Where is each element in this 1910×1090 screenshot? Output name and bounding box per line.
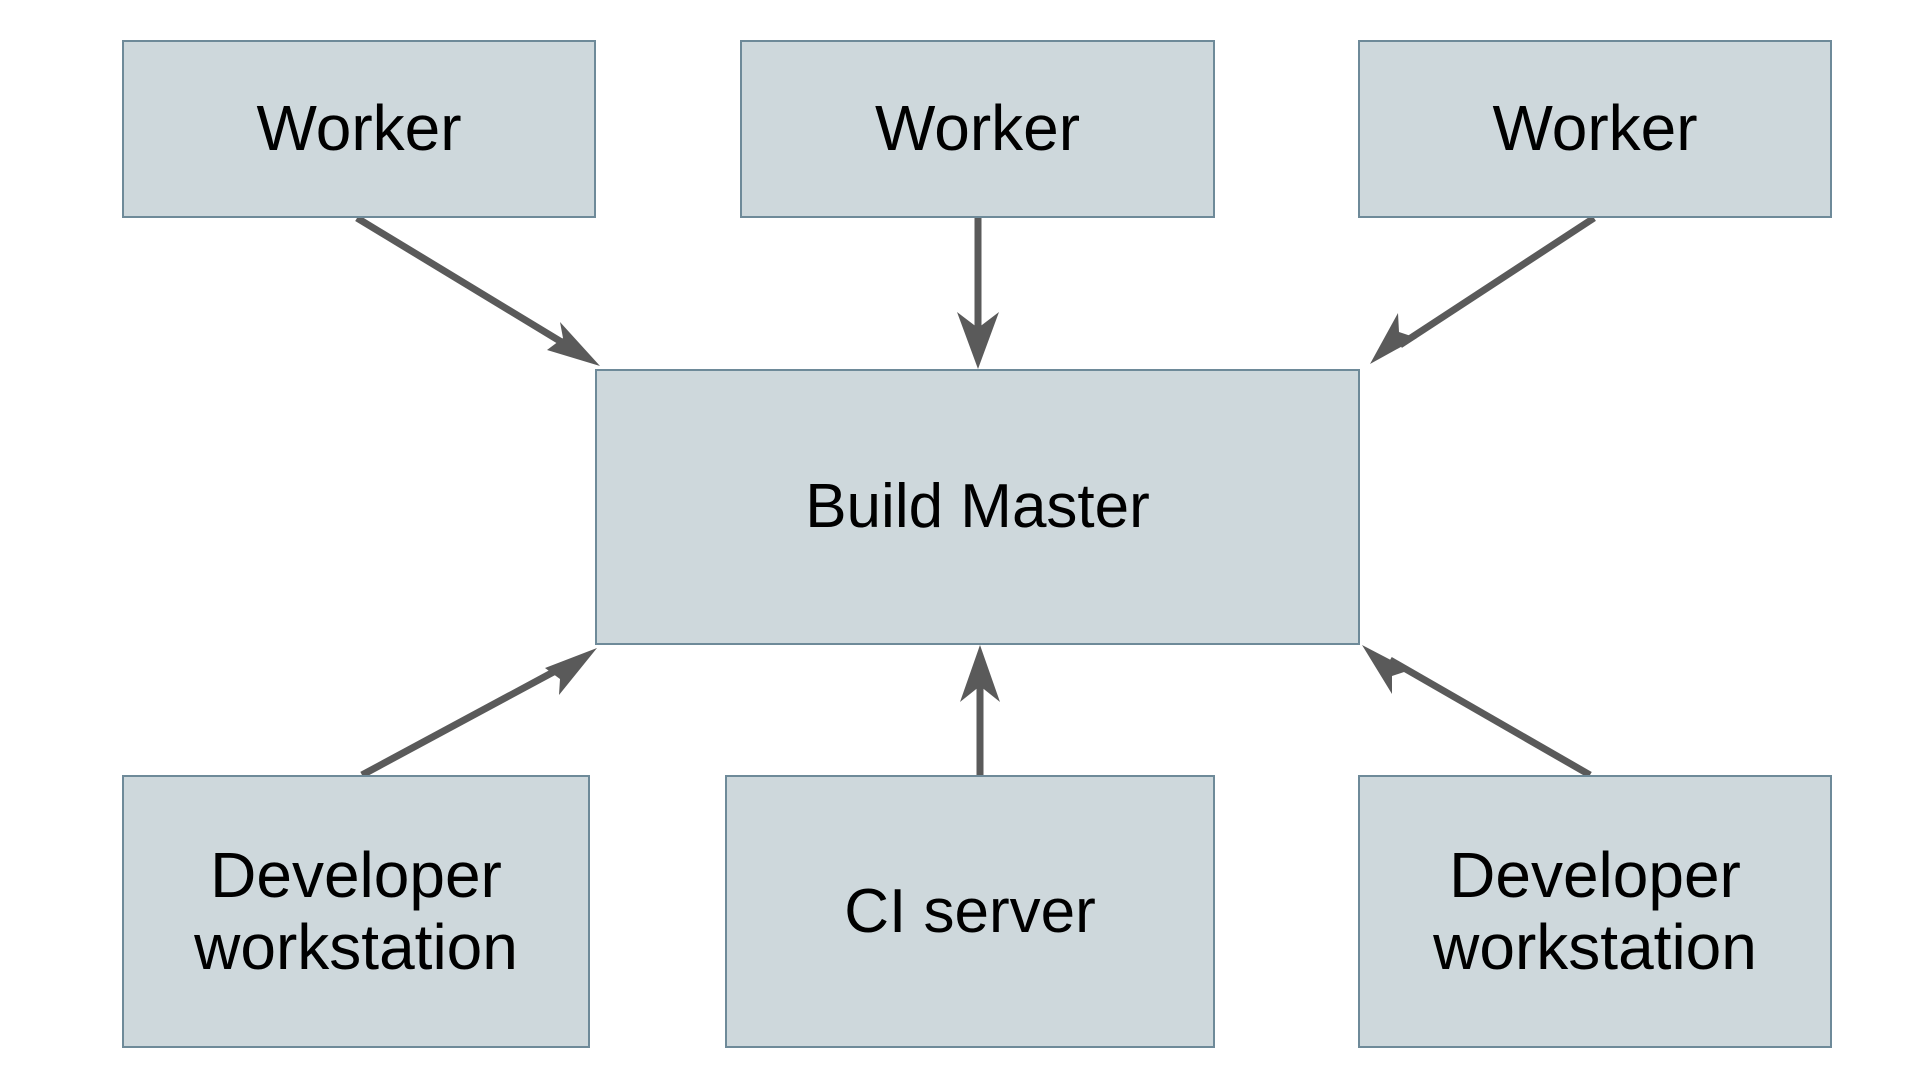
node-worker-2[interactable]: Worker [740, 40, 1215, 218]
node-developer-workstation-left-label: Developer workstation [194, 838, 518, 983]
node-worker-2-label: Worker [874, 92, 1081, 165]
node-developer-workstation-left[interactable]: Developer workstation [122, 775, 590, 1048]
node-build-master[interactable]: Build Master [595, 369, 1360, 645]
edge-ci-server-to-build-master [960, 645, 1000, 775]
edge-dev-ws-2-to-build-master [1362, 645, 1592, 779]
node-worker-3[interactable]: Worker [1358, 40, 1832, 218]
node-worker-1-label: Worker [256, 92, 462, 165]
edge-dev-ws-1-to-build-master [360, 648, 597, 779]
edge-worker-2-to-build-master [957, 218, 999, 369]
node-ci-server[interactable]: CI server [725, 775, 1215, 1048]
node-developer-workstation-right[interactable]: Developer workstation [1358, 775, 1832, 1048]
node-worker-1[interactable]: Worker [122, 40, 596, 218]
node-build-master-label: Build Master [805, 472, 1150, 542]
node-ci-server-label: CI server [844, 876, 1096, 946]
node-developer-workstation-right-label: Developer workstation [1433, 838, 1757, 983]
edge-worker-3-to-build-master [1370, 215, 1596, 364]
edge-worker-1-to-build-master [355, 215, 600, 366]
node-worker-3-label: Worker [1492, 92, 1698, 165]
